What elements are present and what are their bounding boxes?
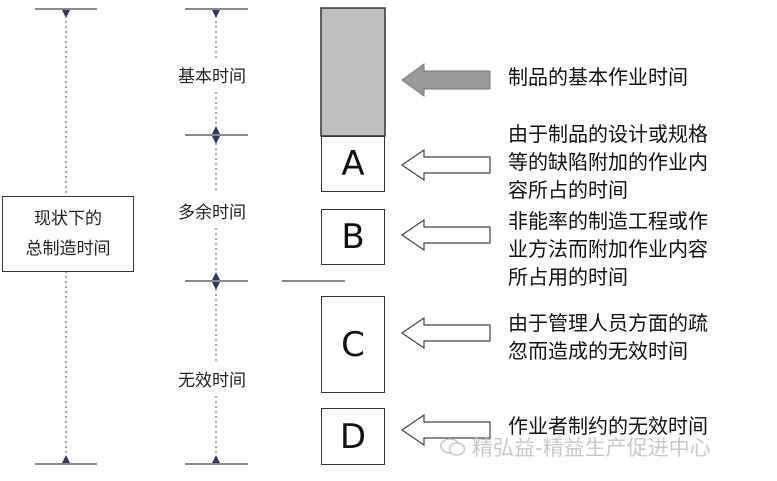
total-bottom-arrowhead (62, 455, 70, 463)
total-time-box: 现状下的 总制造时间 (2, 196, 134, 272)
desc-d-line: 作业者制约的无效时间 (508, 414, 708, 438)
box-d: D (321, 408, 385, 465)
seg2-top-arrowhead (212, 136, 220, 144)
arrow-b-icon (400, 218, 491, 252)
desc-a: 由于制品的设计或规格 等的缺陷附加的作业内 容所占的时间 (508, 120, 708, 204)
desc-c: 由于管理人员方面的疏 忽而造成的无效时间 (508, 309, 708, 365)
desc-b-line: 业方法而附加作业内容 (508, 237, 708, 261)
arrow-a-icon (400, 148, 491, 182)
box-d-letter: D (339, 416, 367, 457)
desc-b-line: 非能率的制造工程或作 (508, 209, 708, 233)
arrow-d-icon (400, 413, 491, 447)
segment-label-excess: 多余时间 (178, 203, 246, 223)
box-b: B (321, 209, 385, 265)
seg1-top-arrowhead (212, 10, 220, 18)
desc-a-line: 由于制品的设计或规格 (508, 122, 708, 146)
total-top-arrowhead (62, 10, 70, 18)
segment-label-invalid: 无效时间 (178, 371, 246, 391)
seg1-bottom-arrowhead (212, 126, 220, 134)
basic-time-bar (320, 7, 386, 137)
box-c-letter: C (341, 324, 365, 365)
box-a: A (321, 136, 385, 192)
watermark-text: 精弘益-精益生产促进中心 (472, 436, 711, 460)
seg2-bottom-arrowhead (212, 272, 220, 280)
basic-gray-arrow-icon (401, 63, 491, 97)
desc-a-line: 容所占的时间 (508, 178, 628, 202)
seg3-top-arrowhead (212, 282, 220, 290)
desc-c-line: 由于管理人员方面的疏 (508, 311, 708, 335)
total-time-line1: 现状下的 (34, 209, 102, 229)
wechat-icon (440, 438, 466, 456)
watermark: 精弘益-精益生产促进中心 (440, 432, 711, 462)
desc-d: 作业者制约的无效时间 (508, 412, 708, 440)
total-time-line2: 总制造时间 (25, 239, 111, 259)
arrow-c-icon (400, 316, 491, 350)
desc-b: 非能率的制造工程或作 业方法而附加作业内容 所占用的时间 (508, 207, 708, 291)
box-c: C (321, 296, 385, 393)
desc-b-line: 所占用的时间 (508, 265, 628, 289)
segment-label-basic: 基本时间 (178, 67, 246, 87)
box-b-letter: B (341, 217, 365, 257)
segment-dimension: 基本时间 多余时间 无效时间 (178, 8, 345, 465)
basic-description: 制品的基本作业时间 (508, 65, 688, 89)
box-a-letter: A (341, 144, 365, 184)
desc-a-line: 等的缺陷附加的作业内 (508, 150, 708, 174)
desc-c-line: 忽而造成的无效时间 (508, 339, 688, 363)
seg3-bottom-arrowhead (212, 455, 220, 463)
